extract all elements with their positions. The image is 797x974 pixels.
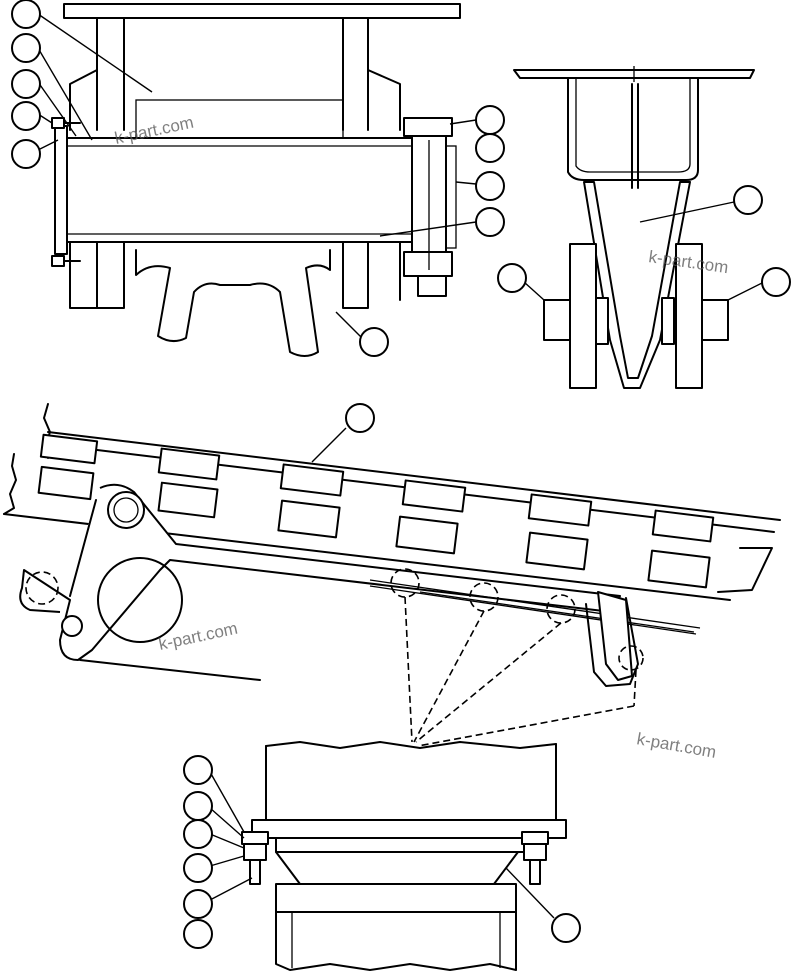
watermark: k-part.com — [635, 729, 717, 762]
callout-circles-top-left — [11, 0, 505, 357]
watermark: k-part.com — [157, 619, 239, 654]
shaft-section-view — [11, 0, 505, 357]
detail-view — [183, 741, 581, 971]
track-frame-view — [3, 403, 781, 747]
guard-side-view — [497, 66, 791, 389]
